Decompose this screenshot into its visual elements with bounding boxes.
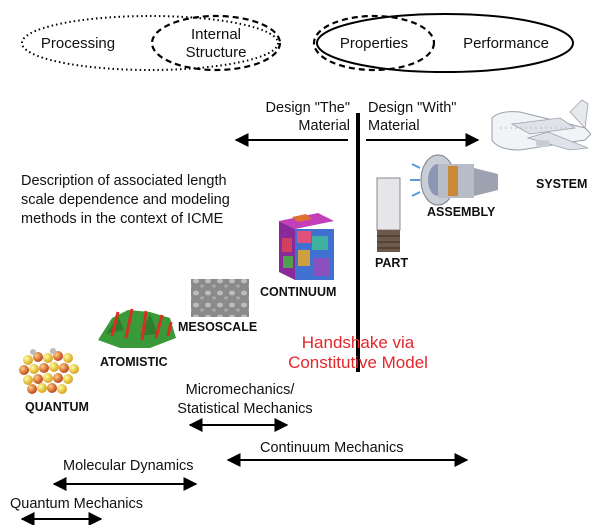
continuum-label: CONTINUUM	[260, 285, 337, 299]
properties-ellipse	[312, 14, 436, 72]
micromechanics-label-2: Statistical Mechanics	[177, 401, 313, 417]
mesoscale-label: MESOSCALE	[178, 320, 258, 334]
processing-ellipse	[21, 15, 279, 71]
quantum-mechanics-label: Quantum Mechanics	[10, 496, 143, 512]
system-label: SYSTEM	[536, 177, 588, 191]
design-with-label-1: Design "With"	[368, 100, 457, 116]
micromechanics-label-1: Micromechanics/	[185, 382, 295, 398]
performance-label: Performance	[463, 35, 549, 52]
handshake-label-1: Handshake via	[301, 333, 415, 352]
description-line-3: methods in the context of ICME	[21, 211, 224, 227]
mesoscale-image	[191, 279, 249, 317]
continuum-image	[279, 213, 334, 280]
description-line-1: Description of associated length	[21, 173, 227, 189]
internal-structure-ellipse	[150, 14, 282, 72]
internal-structure-label-2: Structure	[185, 44, 247, 61]
design-the-label-1: Design "The"	[265, 100, 350, 116]
continuum-mechanics-label: Continuum Mechanics	[260, 440, 404, 456]
atomistic-image	[98, 308, 176, 348]
handshake-label-2: Constitutive Model	[288, 353, 428, 372]
performance-ellipse	[316, 13, 574, 73]
processing-label: Processing	[40, 35, 116, 52]
design-with-label-2: Material	[368, 118, 420, 134]
molecular-dynamics-label: Molecular Dynamics	[63, 458, 194, 474]
quantum-label: QUANTUM	[25, 400, 89, 414]
internal-structure-label-1: Internal	[190, 26, 242, 43]
description-line-2: scale dependence and modeling	[21, 192, 230, 208]
atomistic-label: ATOMISTIC	[100, 355, 168, 369]
design-the-label-2: Material	[298, 118, 350, 134]
part-label: PART	[375, 256, 409, 270]
assembly-label: ASSEMBLY	[427, 205, 496, 219]
quantum-image	[19, 348, 79, 394]
assembly-image	[410, 154, 498, 206]
part-image	[376, 177, 401, 252]
system-image	[491, 99, 591, 151]
properties-label: Properties	[339, 35, 409, 52]
